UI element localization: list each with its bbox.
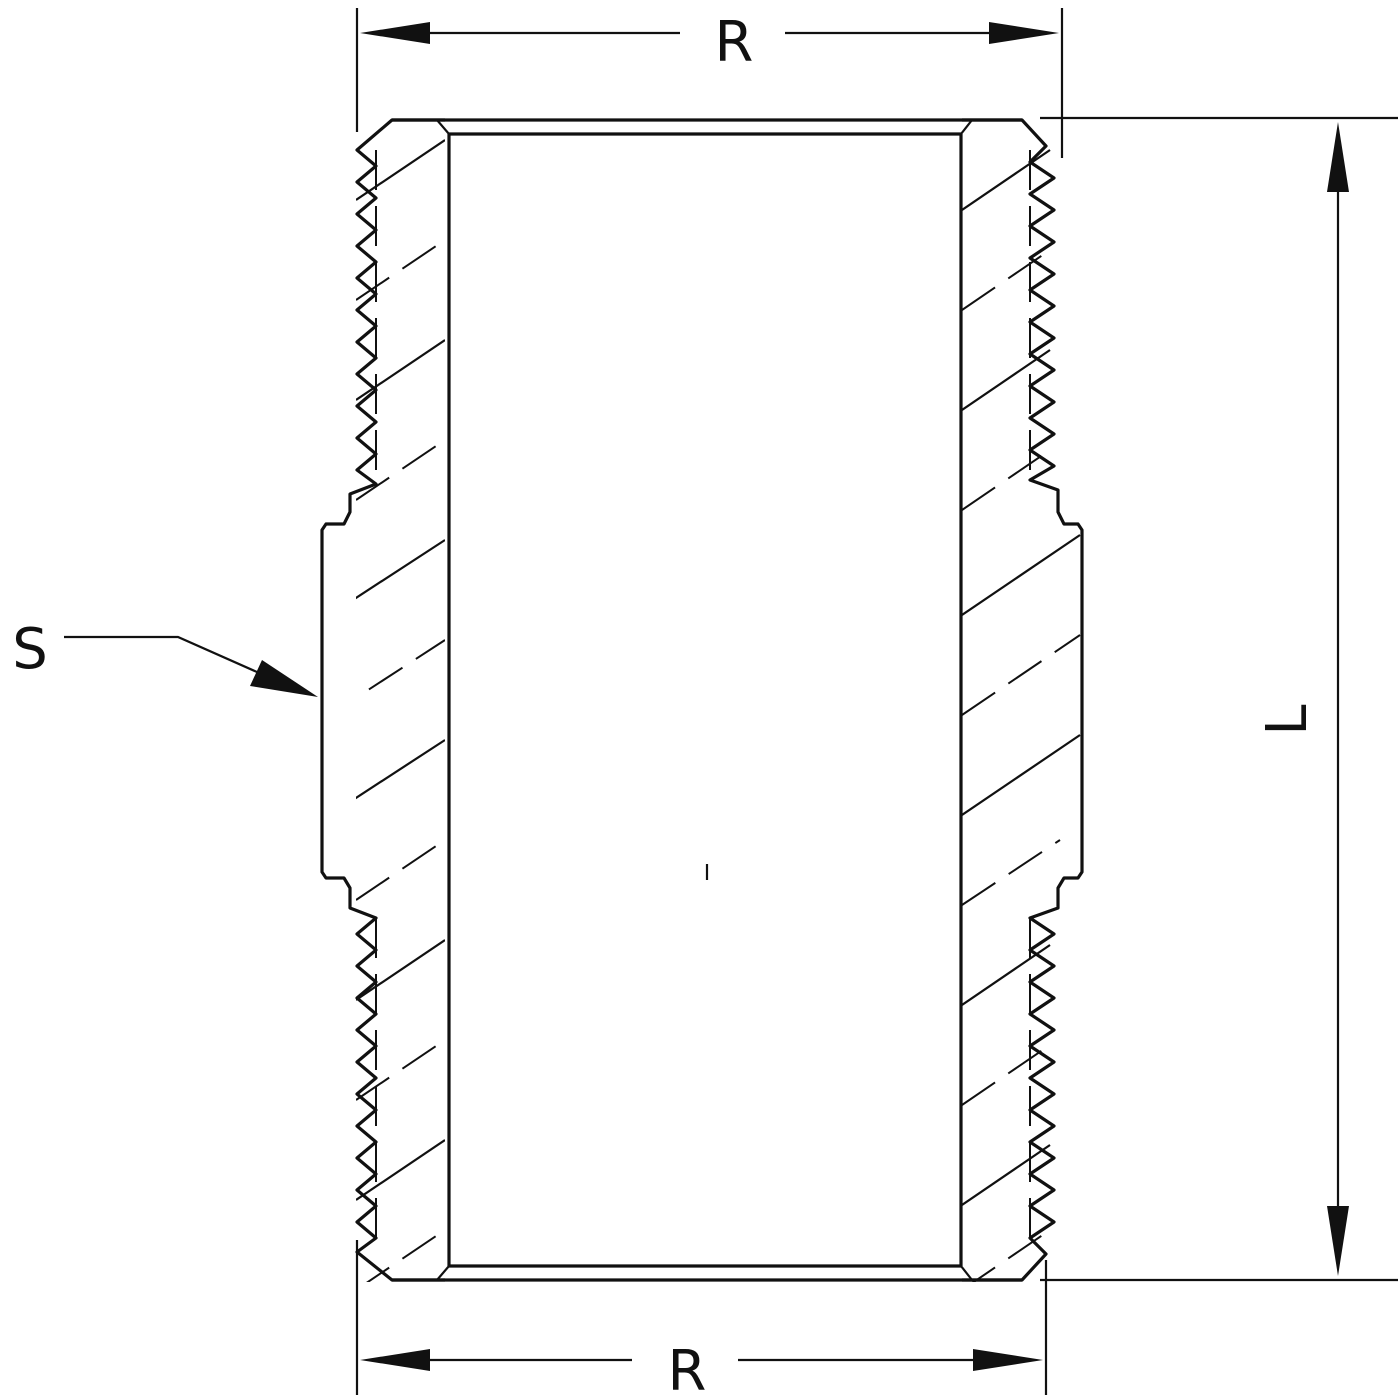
left-wall-outline [320,118,445,1282]
leader-arrowhead-icon [250,660,318,697]
length-label: L [1255,704,1320,735]
hex-size-leader: S [12,617,318,697]
arrowhead-left-icon [360,22,430,44]
chamfer-top-left [436,119,450,135]
top-dimension: R [355,8,1064,158]
arrowhead-right-icon [973,1349,1043,1371]
top-diameter-label: R [715,10,754,75]
pipe-nipple-section [320,118,1084,1282]
leader-line [64,635,276,682]
arrowhead-up-icon [1327,122,1349,192]
arrowhead-down-icon [1327,1206,1349,1276]
chamfer-top-right [960,119,973,135]
length-dimension: L [1040,116,1398,1282]
arrowhead-left-icon [360,1349,430,1371]
bottom-dimension: R [355,1240,1048,1400]
chamfer-bottom-left [436,1265,450,1281]
left-wall-hatching [356,139,445,1282]
right-wall-outline [962,118,1084,1282]
length-label-background [1258,680,1328,770]
arrowhead-right-icon [989,22,1059,44]
chamfer-bottom-right [960,1265,973,1281]
hex-size-label: S [12,617,48,682]
right-wall-hatching [962,149,1081,1282]
bottom-diameter-label: R [668,1339,707,1400]
